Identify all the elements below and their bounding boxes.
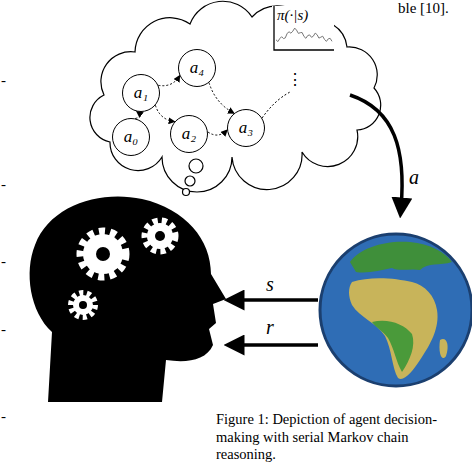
continent xyxy=(439,339,447,358)
continent xyxy=(349,278,438,379)
action-arrow xyxy=(350,95,402,208)
reward-label: r xyxy=(266,316,274,339)
transition-arrow xyxy=(155,105,174,121)
transition-arrow xyxy=(209,83,234,114)
plot-curve xyxy=(276,28,332,41)
transition-arrow xyxy=(135,112,140,119)
gear xyxy=(71,293,95,317)
action-label: a xyxy=(409,166,419,189)
figure-caption: Figure 1: Depiction of agent decision-ma… xyxy=(216,411,470,464)
cut-text: - xyxy=(1,72,6,89)
thought-bubble xyxy=(189,159,203,173)
cut-text: - xyxy=(1,176,6,193)
thought-bubble xyxy=(185,176,195,186)
continent xyxy=(372,321,413,372)
action-node: a₂ xyxy=(170,115,208,153)
reward-arrow xyxy=(234,343,318,347)
gear xyxy=(145,221,175,251)
policy-label: π(·|s) xyxy=(277,7,308,24)
continent xyxy=(350,242,452,273)
cut-text: ble [10]. xyxy=(398,0,449,17)
globe xyxy=(320,234,472,386)
gear xyxy=(81,232,125,276)
action-label: a₄ xyxy=(190,58,204,78)
transition-arrow xyxy=(208,130,227,135)
head-silhouette xyxy=(30,196,226,402)
policy-plot: π(·|s) xyxy=(272,6,334,52)
ellipsis: ⋮ xyxy=(287,70,303,89)
plot-axes xyxy=(274,6,334,50)
cut-text: - xyxy=(1,408,6,425)
cut-text: - xyxy=(1,253,6,270)
action-label: a₀ xyxy=(124,127,138,147)
thought-cloud xyxy=(90,1,381,192)
state-arrow xyxy=(234,298,318,302)
state-label: s xyxy=(266,273,274,296)
action-node: a₃ xyxy=(227,109,265,147)
action-label: a₂ xyxy=(182,124,196,144)
action-label: a₁ xyxy=(134,83,148,103)
action-label: a₃ xyxy=(239,118,253,138)
transition-arrow xyxy=(158,76,179,86)
cut-text: - xyxy=(1,321,6,338)
action-node: a₀ xyxy=(112,118,150,156)
dotted-continuation xyxy=(262,92,290,118)
action-node: a₁ xyxy=(122,74,160,112)
thought-bubble xyxy=(183,189,190,196)
action-node: a₄ xyxy=(178,49,216,87)
